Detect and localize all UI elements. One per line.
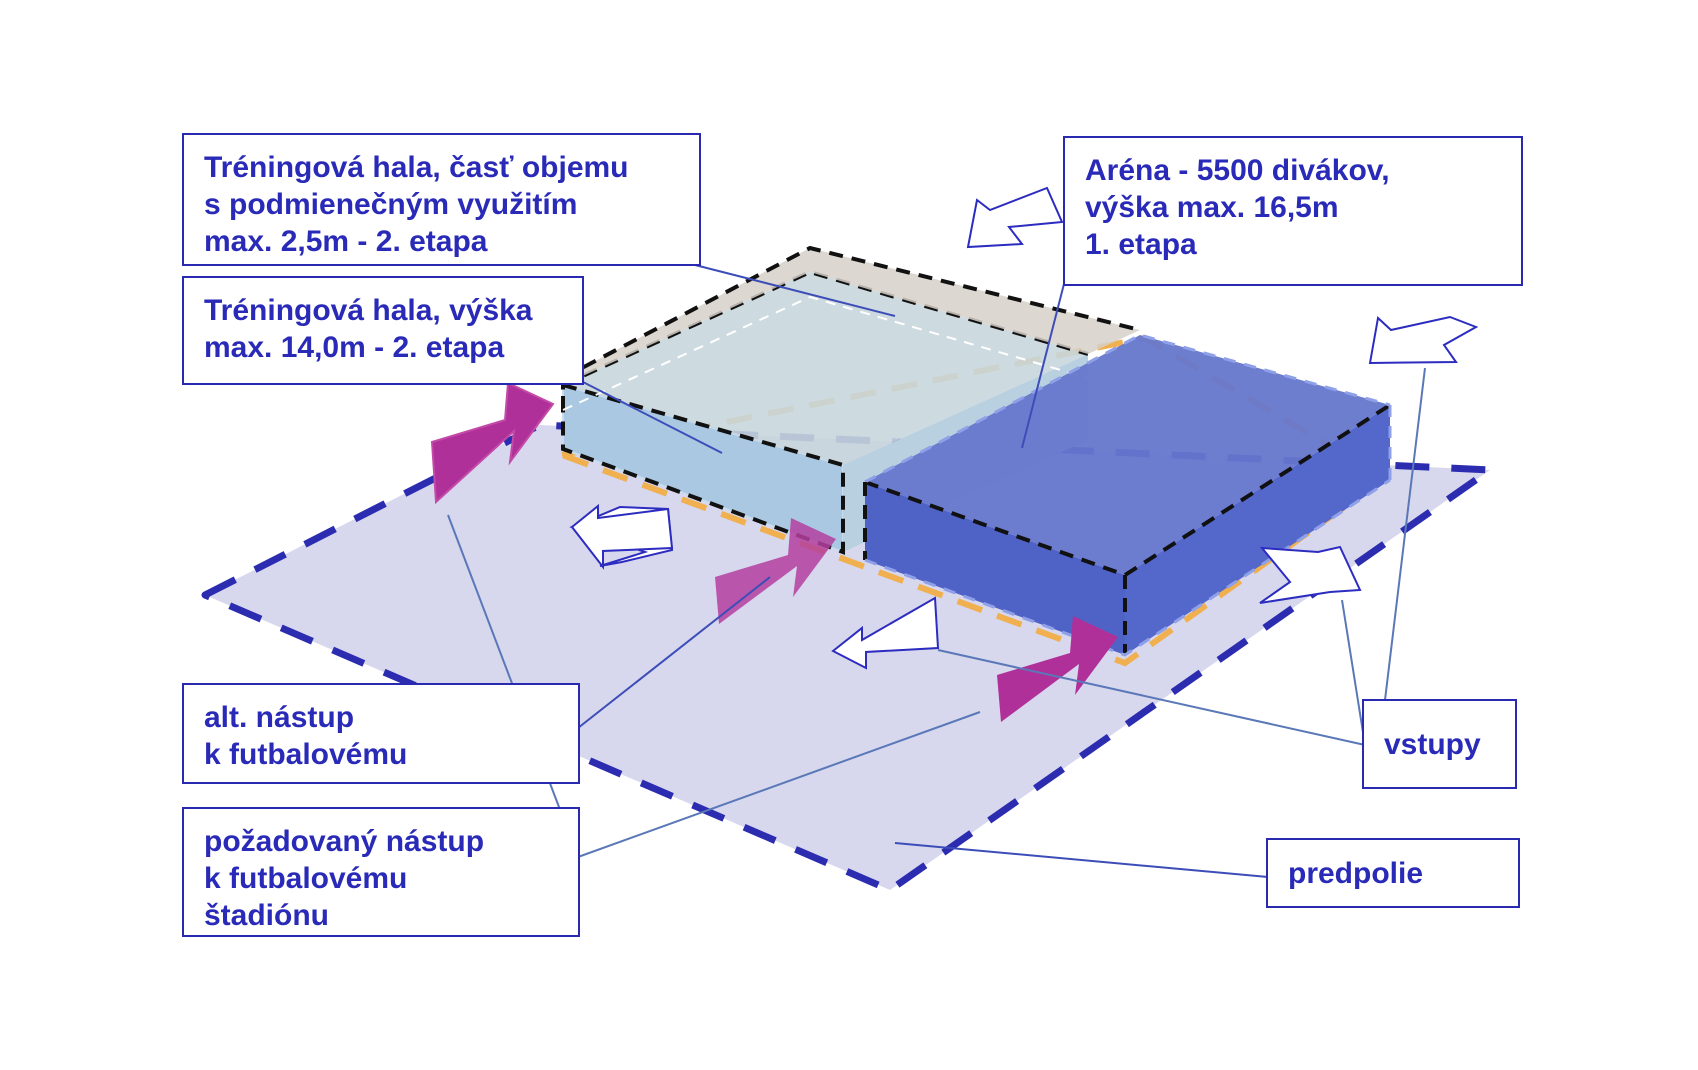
white-outline-arrow-icon — [966, 186, 1064, 249]
label-entrances: vstupy — [1362, 699, 1517, 789]
label-entrances-text: vstupy — [1384, 727, 1481, 761]
white-outline-arrow-icon — [1259, 545, 1362, 604]
label-required-access-line: k futbalovému — [204, 862, 408, 895]
label-arena-line: Aréna - 5500 divákov, — [1085, 154, 1390, 187]
label-required-access: požadovaný nástup k futbalovému štadiónu — [182, 807, 580, 937]
label-required-access-line: štadiónu — [204, 899, 329, 932]
leader-lines — [447, 264, 1426, 878]
label-arena: Aréna - 5500 divákov, výška max. 16,5m 1… — [1063, 136, 1523, 286]
label-forecourt-text: predpolie — [1288, 856, 1424, 890]
white-outline-arrow-icon — [831, 596, 940, 670]
label-alt-access: alt. nástup k futbalovému — [182, 683, 580, 784]
arena-volume — [863, 333, 1392, 657]
label-training-height-line: Tréningová hala, výška — [204, 294, 533, 327]
white-outline-arrow-icon — [570, 503, 674, 570]
label-arena-line: 1. etapa — [1085, 228, 1197, 261]
label-training-height-line: max. 14,0m - 2. etapa — [204, 331, 505, 364]
magenta-arrow-icon — [430, 381, 555, 505]
label-training-roof-line: max. 2,5m - 2. etapa — [204, 225, 488, 258]
label-alt-access-line: k futbalovému — [204, 738, 408, 771]
label-training-roof: Tréningová hala, časť objemu s podmieneč… — [182, 133, 701, 266]
magenta-arrow-icon — [997, 616, 1118, 722]
white-outline-arrow-icon — [1368, 315, 1479, 365]
label-arena-line: výška max. 16,5m — [1085, 191, 1339, 224]
label-training-roof-line: s podmienečným využitím — [204, 188, 578, 221]
label-training-height: Tréningová hala, výška max. 14,0m - 2. e… — [182, 276, 584, 385]
label-training-roof-line: Tréningová hala, časť objemu — [204, 151, 629, 184]
label-required-access-line: požadovaný nástup — [204, 825, 485, 858]
label-forecourt: predpolie — [1266, 838, 1520, 908]
label-alt-access-line: alt. nástup — [204, 701, 355, 734]
